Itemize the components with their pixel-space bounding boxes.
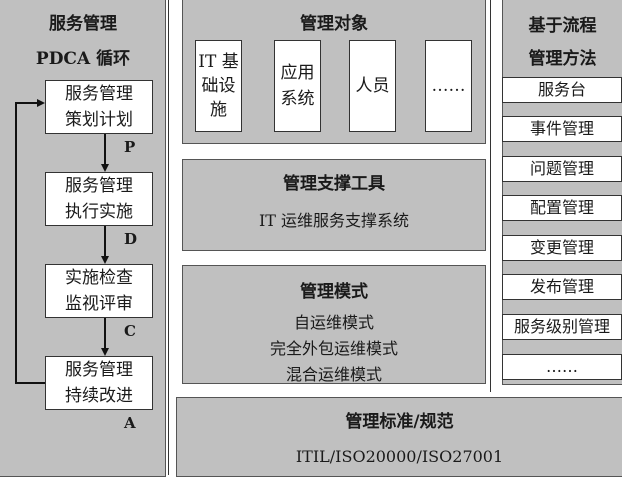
modes-panel — [182, 265, 486, 384]
modes-title: 管理模式 — [300, 282, 368, 302]
pdca-step-act: 服务管理持续改进 — [45, 356, 153, 410]
process-item-label: 发布管理 — [529, 277, 594, 296]
object-line: 人员 — [355, 76, 390, 96]
pdca-letter-c: C — [124, 322, 136, 340]
process-item-incident: 事件管理 — [502, 116, 622, 142]
standards-panel — [176, 397, 622, 477]
process-item-label: 变更管理 — [529, 238, 594, 257]
process-item-label: 问题管理 — [529, 159, 594, 178]
process-item-release: 发布管理 — [502, 274, 622, 300]
process-item-label: 服务级别管理 — [513, 317, 610, 336]
object-line: IT 基 — [198, 52, 239, 72]
object-applications: 应用系统 — [274, 40, 321, 132]
mode-item: 混合运维模式 — [285, 365, 382, 384]
process-item-more: …… — [502, 354, 622, 380]
process-item-label: 服务台 — [537, 80, 586, 99]
process-item-configuration: 配置管理 — [502, 195, 622, 221]
pdca-step-plan: 服务管理策划计划 — [45, 80, 153, 134]
pdca-title: 服务管理 — [49, 14, 117, 34]
pdca-step-line: 策划计划 — [65, 110, 133, 130]
standards-text: ITIL/ISO20000/ISO27001 — [295, 447, 504, 466]
object-line: 应用 — [280, 63, 315, 83]
tools-panel — [182, 159, 486, 251]
object-personnel: 人员 — [349, 40, 396, 132]
pdca-step-line: 实施检查 — [65, 268, 133, 288]
pdca-step-line: 监视评审 — [65, 294, 133, 314]
process-item-problem: 问题管理 — [502, 156, 622, 182]
process-title-line1: 基于流程 — [528, 16, 597, 36]
objects-title: 管理对象 — [300, 14, 368, 34]
tools-title: 管理支撑工具 — [283, 174, 385, 194]
process-item-change: 变更管理 — [502, 235, 622, 261]
pdca-step-line: 服务管理 — [65, 176, 133, 196]
object-line: 础设 — [201, 76, 236, 96]
column-divider-right — [490, 0, 491, 392]
mode-item: 自运维模式 — [293, 313, 374, 332]
object-more: …… — [425, 40, 472, 132]
process-item-label: 事件管理 — [529, 119, 594, 138]
pdca-step-line: 执行实施 — [65, 202, 133, 222]
pdca-subtitle: PDCA 循环 — [35, 49, 131, 69]
process-item-service-level: 服务级别管理 — [502, 314, 622, 340]
pdca-step-line: 服务管理 — [65, 360, 133, 380]
object-line: 施 — [210, 100, 227, 120]
mode-item: 完全外包运维模式 — [269, 339, 398, 358]
pdca-step-line: 持续改进 — [65, 386, 133, 406]
pdca-step-line: 服务管理 — [65, 84, 133, 104]
process-title-line2: 管理方法 — [528, 49, 597, 69]
column-divider-left — [168, 0, 169, 475]
standards-title: 管理标准/规范 — [345, 412, 454, 432]
pdca-letter-d: D — [124, 230, 138, 248]
pdca-arrows — [15, 99, 109, 384]
tools-text: IT 运维服务支撑系统 — [258, 211, 410, 230]
pdca-letter-a: A — [124, 414, 136, 432]
pdca-step-check: 实施检查监视评审 — [45, 264, 153, 318]
process-item-label: …… — [546, 357, 578, 376]
object-infrastructure: IT 基础设施 — [195, 40, 242, 132]
pdca-step-do: 服务管理执行实施 — [45, 172, 153, 226]
pdca-letter-p: P — [124, 138, 136, 156]
object-line: 系统 — [280, 89, 315, 109]
process-item-service-desk: 服务台 — [502, 77, 622, 103]
process-item-label: 配置管理 — [529, 198, 594, 217]
arrow-act-loop-back — [15, 99, 45, 384]
object-line: …… — [431, 76, 466, 96]
